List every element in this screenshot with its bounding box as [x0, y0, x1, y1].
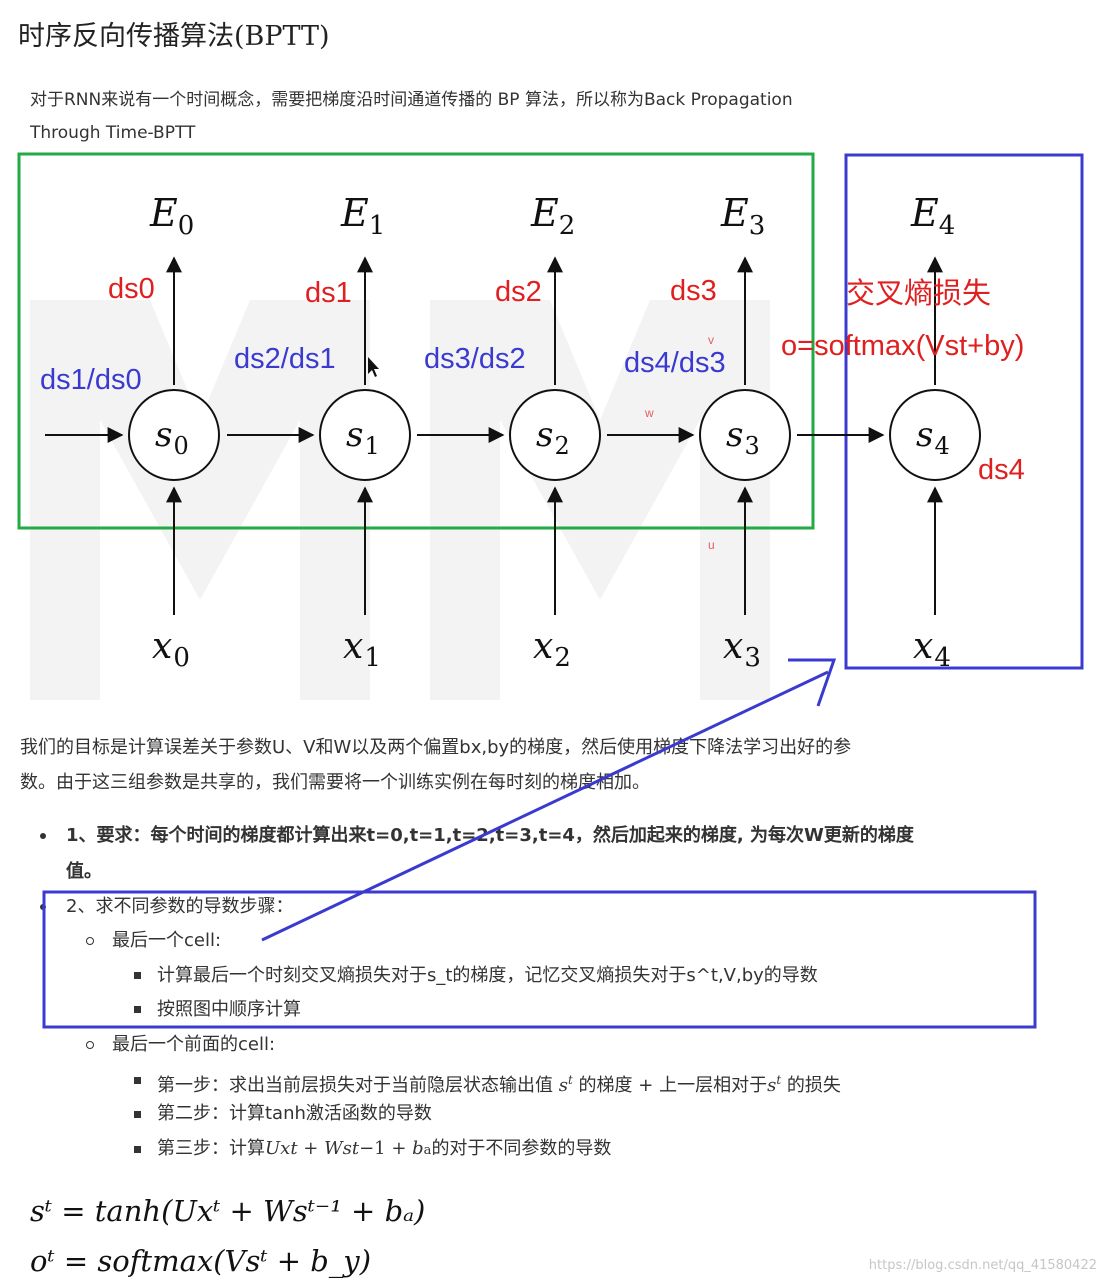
cursor-icon [368, 357, 379, 377]
intro-text: 对于RNN来说有一个时间概念，需要把梯度沿时间通道传播的 BP 算法，所以称为B… [30, 84, 930, 150]
annotation-ds1: ds1 [305, 277, 352, 309]
s3-label: s3 [726, 415, 760, 460]
E0-label: E0 [149, 191, 194, 241]
bullet-square [134, 972, 141, 979]
node-1 [319, 256, 411, 615]
small-u-label: u [708, 538, 715, 552]
x3-label: x3 [723, 626, 761, 673]
list-item-step-1: 第一步：求出当前层损失对于当前隐层状态输出值 st 的梯度 + 上一层相对于st… [157, 1073, 841, 1096]
E2-label: E2 [530, 191, 575, 241]
intro-line-2: Through Time-BPTT [30, 123, 196, 143]
annotation-ds0: ds0 [108, 273, 155, 305]
x2-label: x2 [533, 626, 571, 673]
node-0 [128, 256, 220, 615]
s2-label: s2 [536, 415, 570, 460]
s1-label: s1 [346, 415, 380, 460]
annotation-ds4: ds4 [978, 454, 1025, 486]
annotation-ds1-ds0: ds1/ds0 [40, 364, 142, 396]
bullet-square [134, 1146, 141, 1153]
intro-line-1: 对于RNN来说有一个时间概念，需要把梯度沿时间通道传播的 BP 算法，所以称为B… [30, 90, 793, 110]
node-2 [509, 256, 601, 615]
list-item-last-cell: 最后一个cell: [112, 930, 222, 951]
E4-label: E4 [910, 191, 955, 241]
x4-label: x4 [913, 626, 951, 673]
list-item-step-2: 第二步：计算tanh激活函数的导数 [157, 1103, 432, 1124]
s0-label: s0 [155, 415, 189, 460]
annotation-ds3-ds2: ds3/ds2 [424, 343, 526, 375]
objective-line-2: 数。由于这三组参数是共享的，我们需要将一个训练实例在每时刻的梯度相加。 [20, 772, 650, 793]
node-4 [889, 256, 981, 615]
s4-label: s4 [916, 415, 950, 460]
small-v-label: v [708, 333, 714, 347]
list-item-requirement-cont: 值。 [66, 861, 102, 882]
softmax-label: o=softmax(Vst+by) [781, 330, 1024, 362]
pointer-arrowhead [788, 658, 837, 707]
bullet-square [134, 1111, 141, 1118]
annotation-ds3: ds3 [670, 275, 717, 307]
bullet-square [134, 1077, 141, 1084]
E3-label: E3 [720, 191, 765, 241]
pointer-arrow [261, 670, 829, 942]
bullet-dot [40, 833, 46, 839]
small-w-label: w [644, 406, 654, 420]
annotation-ds2-ds1: ds2/ds1 [234, 343, 336, 375]
list-item-derivative-steps: 2、求不同参数的导数步骤： [66, 896, 294, 917]
watermark-url: https://blog.csdn.net/qq_41580422 [868, 1258, 1097, 1273]
bullet-circle [86, 937, 94, 945]
annotation-ds4-ds3: ds4/ds3 [624, 347, 726, 379]
green-box [17, 152, 815, 530]
list-item-prev-cell: 最后一个前面的cell: [112, 1034, 276, 1055]
rnn-diagram: s0 s1 s2 s3 s4 E0 E1 E2 E3 E4 x0 x1 x2 x… [17, 152, 1084, 700]
last-cell-box [42, 890, 1037, 1029]
E1-label: E1 [340, 191, 385, 241]
list-item-last-cell-b: 按照图中顺序计算 [157, 999, 301, 1020]
background-watermark [30, 300, 770, 700]
formula-state: sᵗ = tanh(Uxᵗ + Wsᵗ⁻¹ + bₐ) [30, 1194, 426, 1228]
bullet-circle [86, 1041, 94, 1049]
annotation-ds2: ds2 [495, 276, 542, 308]
blue-box [844, 153, 1084, 670]
bullet-square [134, 1006, 141, 1013]
objective-paragraph: 我们的目标是计算误差关于参数U、V和W以及两个偏置bx,by的梯度，然后使用梯度… [20, 730, 1090, 800]
x1-label: x1 [343, 626, 381, 673]
list-item-requirement: 1、要求：每个时间的梯度都计算出来t=0,t=1,t=2,t=3,t=4，然后加… [66, 825, 914, 846]
objective-line-1: 我们的目标是计算误差关于参数U、V和W以及两个偏置bx,by的梯度，然后使用梯度… [20, 737, 852, 758]
formula-output: oᵗ = softmax(Vsᵗ + b_y) [30, 1244, 372, 1278]
page-title: 时序反向传播算法(BPTT) [18, 21, 330, 52]
node-3 [699, 256, 791, 615]
list-item-step-3: 第三步：计算Uxt + Wst−1 + ba的对于不同参数的导数 [157, 1138, 612, 1159]
x0-label: x0 [152, 626, 190, 673]
cross-entropy-label: 交叉熵损失 [846, 277, 991, 310]
list-item-last-cell-a: 计算最后一个时刻交叉熵损失对于s_t的梯度，记忆交叉熵损失对于s^t,V,by的… [157, 965, 818, 986]
